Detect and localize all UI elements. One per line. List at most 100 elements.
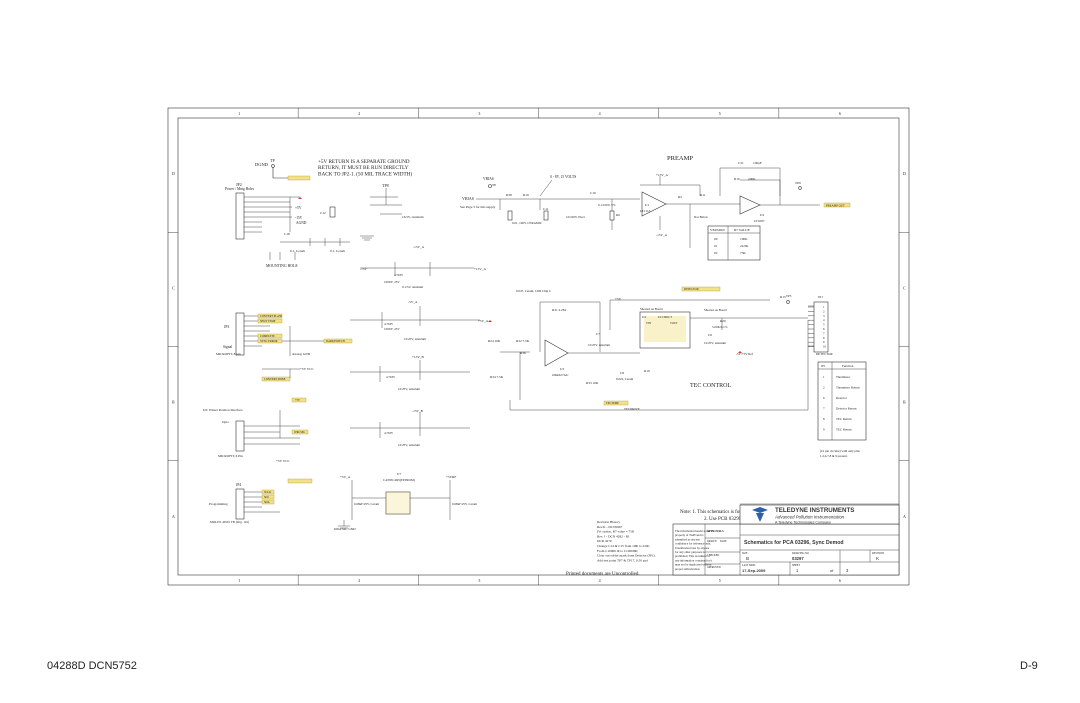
svg-text:1: 1	[796, 568, 799, 573]
jp1-table-header: Function	[842, 364, 854, 368]
frame-row-label: C	[172, 285, 175, 290]
eeprom-chip	[385, 491, 411, 515]
svg-text:VOUT: VOUT	[670, 322, 678, 325]
svg-text:JP4: JP4	[236, 483, 241, 487]
revision-history-line: Clear out solder mask from Detector (JP1…	[597, 554, 656, 558]
svg-text:CHECKED: CHECKED	[707, 554, 719, 557]
svg-text:WRLSEL: WRLSEL	[294, 431, 305, 434]
svg-text:SHUT TEMP: SHUT TEMP	[260, 320, 276, 323]
frame-row-label: A	[903, 514, 906, 519]
svg-text:DRAWN: DRAWN	[707, 540, 717, 543]
brand-division: Advanced Pollution Instrumentation	[774, 515, 845, 520]
tp-label: TP	[270, 158, 275, 163]
svg-text:U7: U7	[397, 472, 401, 476]
jp1-table-header: JP1	[821, 364, 826, 368]
opamp-u1	[641, 191, 667, 217]
jp1-table-function: Detector	[836, 396, 848, 400]
return-note-line: BACK TO JP2-1. (50 MIL TRACE WIDTH)	[318, 170, 412, 177]
frame-row-label: D	[903, 171, 906, 176]
revision-history-line: Add test point TP7 & TP17, 0.50 pad	[597, 558, 648, 563]
jp1-table-pin: 7	[823, 407, 825, 411]
svg-text:0.68uF/25V, Ceram: 0.68uF/25V, Ceram	[354, 502, 380, 507]
jp1-table-pin: 1	[823, 375, 825, 379]
teledyne-logo-icon	[752, 507, 768, 522]
detector-amp-section: 0.047, Ceram, 1206 Chip C R31 2.2M U3 OP…	[488, 289, 809, 411]
svg-text:JP3: JP3	[224, 325, 229, 329]
svg-text:R19: R19	[523, 193, 529, 197]
jp1-table-pin: 8	[823, 417, 825, 421]
jp2-label: JP2	[236, 182, 242, 187]
footer-document-id: 04288D DCN5752	[47, 660, 137, 672]
svg-text:R6: R6	[616, 213, 620, 217]
svg-text:R7 VALUE: R7 VALUE	[734, 228, 750, 232]
opamp-u2	[739, 195, 761, 215]
jp1-table-function: TEC Return	[836, 428, 852, 432]
svg-text:0.1, Ceram: 0.1, Ceram	[330, 249, 345, 254]
frame-col-label: 1	[238, 111, 240, 116]
jp3-connector	[235, 312, 245, 356]
svg-text:+5V VCC: +5V VCC	[300, 367, 314, 371]
frame-col-label: 3	[478, 578, 480, 583]
svg-text:10/25V, tantalum: 10/25V, tantalum	[398, 387, 420, 392]
opto-connector-section: +5V I2C Wheel Position Interface Opto WR…	[203, 397, 313, 484]
svg-text:4.7UH: 4.7UH	[394, 273, 403, 277]
svg-text:+15V_B: +15V_B	[412, 355, 424, 359]
svg-text:CONVERT PLASE: CONVERT PLASE	[260, 315, 283, 318]
frame-col-label: 5	[719, 111, 721, 116]
svg-text:PREAMP OUT: PREAMP OUT	[826, 204, 845, 208]
tec-driver-chip	[639, 311, 691, 349]
svg-text:DATE: DATE	[720, 540, 727, 543]
title-block: TELEDYNE INSTRUMENTS Advanced Pollution …	[672, 503, 900, 576]
svg-text:R31 2.2M: R31 2.2M	[552, 308, 566, 312]
jp1-pin-number: 9	[823, 340, 825, 344]
frame-col-label: 2	[358, 111, 360, 116]
disclaimer-line: Unauthorized use by anyone	[675, 546, 710, 550]
svg-text:VIN: VIN	[646, 322, 651, 325]
svg-text:MOLEX 40501 TB (mtg. 101): MOLEX 40501 TB (mtg. 101)	[210, 520, 249, 524]
svg-text:LT1113: LT1113	[640, 209, 651, 213]
svg-text:DIGITAL GND: DIGITAL GND	[334, 527, 356, 531]
svg-text:0.047, Ceram, 1206 Chip C: 0.047, Ceram, 1206 Chip C	[516, 289, 551, 294]
frame-row-label: B	[172, 400, 175, 405]
svg-text:CONVERT DONE: CONVERT DONE	[264, 378, 286, 381]
svg-text:10/25V, tantalum: 10/25V, tantalum	[404, 337, 426, 342]
svg-text:U2: U2	[760, 213, 764, 217]
svg-text:-15V_A: -15V_A	[413, 245, 425, 249]
jp2-connector	[235, 192, 245, 240]
svg-text:10/25V, tantalum: 10/25V, tantalum	[588, 343, 610, 348]
svg-text:APPROVED: APPROVED	[707, 566, 721, 569]
svg-text:Opto: Opto	[222, 420, 229, 424]
frame-row-label: A	[172, 514, 175, 519]
svg-text:200K: 200K	[748, 177, 756, 181]
disclaimer-line: may not be duplicated without	[675, 563, 712, 567]
svg-text:R33 10K: R33 10K	[586, 381, 599, 385]
svg-text:0.1, Ceram: 0.1, Ceram	[290, 249, 305, 254]
svg-text:C8: C8	[620, 371, 624, 375]
svg-text:24.9K: 24.9K	[740, 244, 749, 248]
revision-history-line: From C10000 Ф to C10000Ф;	[597, 549, 638, 553]
svg-text:R38: R38	[506, 193, 512, 197]
jp1-table-pin: 2	[823, 386, 825, 390]
svg-text:C10: C10	[590, 191, 596, 195]
disclaimer-line: confidence for reference only.	[675, 542, 711, 546]
svg-text:+5V: +5V	[295, 206, 302, 210]
revision-history-line: DCR 4270	[597, 539, 612, 543]
svg-text:R36: R36	[520, 351, 526, 355]
eeprom-section: U7 CAT93C46N(EEPROM) +5V_A +5VRF 0.68uF/…	[340, 472, 478, 520]
svg-text:TP3: TP3	[786, 294, 792, 298]
svg-text:-15V_A: -15V_A	[656, 233, 668, 237]
svg-text:DETECTOR: DETECTOR	[816, 352, 833, 356]
disclaimer-line: submitted in strictest	[675, 537, 700, 541]
svg-text:0.01, 100V, CERAMIC: 0.01, 100V, CERAMIC	[512, 221, 542, 226]
jp1-pin-number: 7	[823, 331, 825, 335]
brand-name: TELEDYNE INSTRUMENTS	[775, 507, 854, 514]
svg-text:COMPLETE: COMPLETE	[260, 335, 275, 338]
frame-col-label: 5	[719, 578, 721, 583]
revision-history-title: Revision History	[597, 520, 620, 524]
svg-text:0.68uF/25V, Ceram: 0.68uF/25V, Ceram	[452, 502, 478, 507]
svg-text:03297: 03297	[792, 556, 804, 561]
